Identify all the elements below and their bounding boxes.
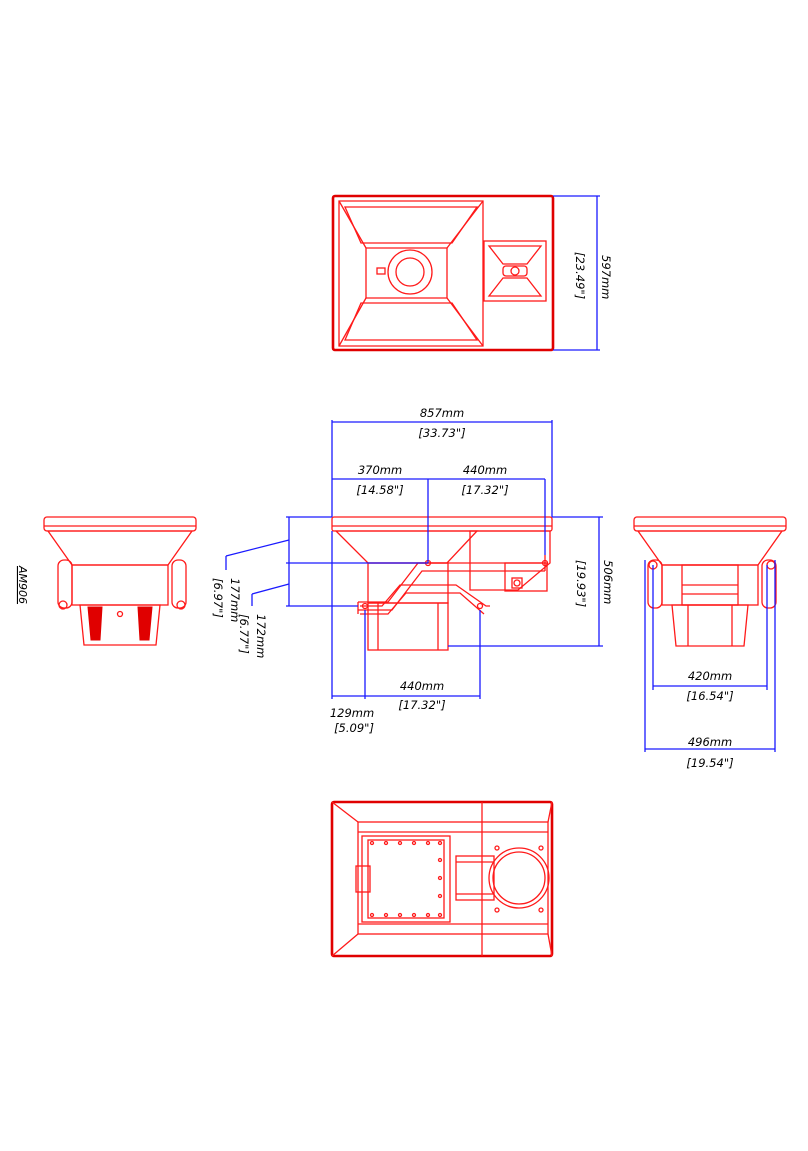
dimension-width: 857mm [33.73"] [331, 406, 553, 517]
right-end-view [633, 516, 787, 647]
dim-depth-in: [23.49"] [573, 252, 587, 299]
dimension-420-496: 420mm [16.54"] 496mm [19.54"] [644, 560, 776, 770]
dim-420-in: [16.54"] [686, 689, 733, 703]
dimension-height: 506mm [19.93"] [448, 516, 615, 647]
dimension-depth: 597mm [23.49"] [553, 195, 613, 351]
dim-depth-mm: 597mm [599, 255, 613, 299]
dim-440-top-in: [17.32"] [461, 483, 508, 497]
dim-370-in: [14.58"] [356, 483, 403, 497]
dim-129-in: [5.09"] [334, 721, 374, 735]
dim-height-in: [19.93"] [574, 560, 588, 607]
bottom-screw-holes [369, 840, 443, 918]
left-end-view: AM906 [16, 516, 197, 646]
dim-172-in: [6.77"] [237, 614, 251, 654]
dim-height-mm: 506mm [601, 560, 615, 604]
dim-440-bottom-mm: 440mm [400, 679, 444, 693]
dim-420-mm: 420mm [688, 669, 732, 683]
dim-177-in: [6.97"] [211, 578, 225, 618]
bottom-view [330, 800, 554, 958]
dim-129-mm: 129mm [330, 706, 374, 720]
model-number: AM906 [16, 565, 29, 604]
dim-177-mm: 177mm [228, 578, 242, 622]
dim-440-bottom-in: [17.32"] [398, 698, 445, 712]
dim-370-mm: 370mm [358, 463, 402, 477]
dimension-370-440: 370mm [14.58"] 440mm [17.32"] [332, 463, 546, 563]
dim-496-in: [19.54"] [686, 756, 733, 770]
dimension-177-172: 177mm [6.97"] 172mm [6.77"] [211, 516, 428, 658]
top-view [331, 194, 555, 352]
dim-width-in: [33.73"] [418, 426, 465, 440]
dim-172-mm: 172mm [254, 614, 268, 658]
dim-width-mm: 857mm [420, 406, 464, 420]
dim-440-top-mm: 440mm [463, 463, 507, 477]
dim-496-mm: 496mm [688, 735, 732, 749]
dimension-440-129: 440mm [17.32"] 129mm [5.09"] [330, 531, 481, 735]
